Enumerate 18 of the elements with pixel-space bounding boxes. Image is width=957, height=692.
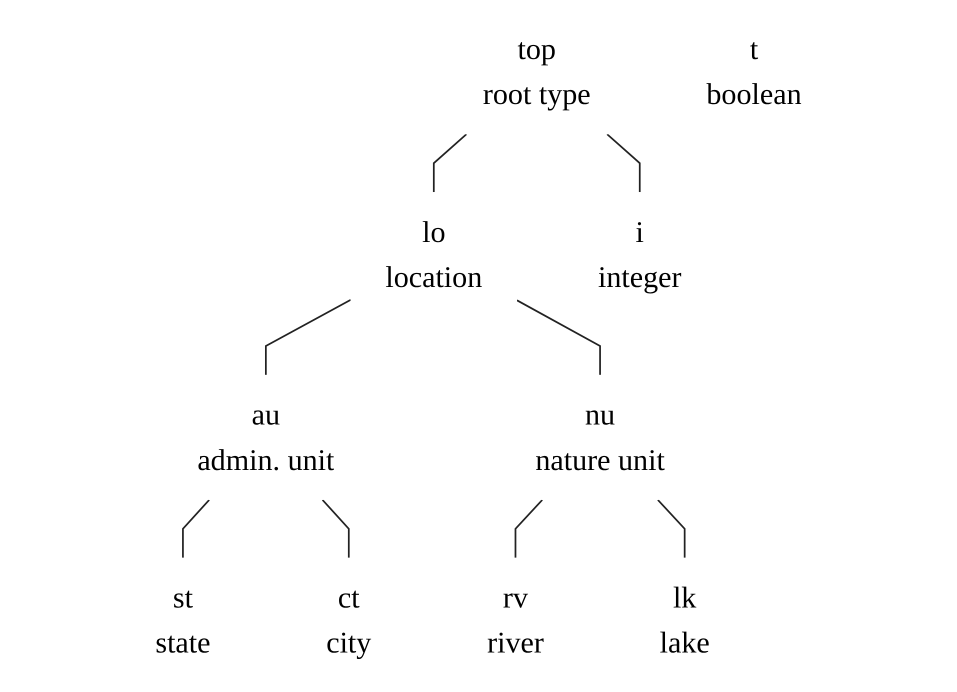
node-text: lo location	[385, 215, 482, 294]
node-text: i integer	[598, 215, 682, 294]
connector	[657, 499, 686, 558]
node-text: ct city	[326, 580, 372, 660]
connector	[432, 134, 467, 192]
connector	[322, 499, 350, 558]
node-text: nu nature unit	[535, 398, 665, 477]
node-text: au admin. unit	[197, 398, 334, 477]
connector	[182, 499, 210, 558]
node-text: t boolean	[706, 32, 802, 112]
connector	[606, 134, 641, 192]
node-text: top root type	[482, 32, 591, 112]
connector	[514, 499, 543, 558]
node-text: rv river	[487, 580, 544, 660]
node-text: lk lake	[660, 580, 710, 660]
connector	[516, 300, 601, 375]
node-text: st state	[155, 580, 211, 660]
connector	[265, 299, 352, 375]
